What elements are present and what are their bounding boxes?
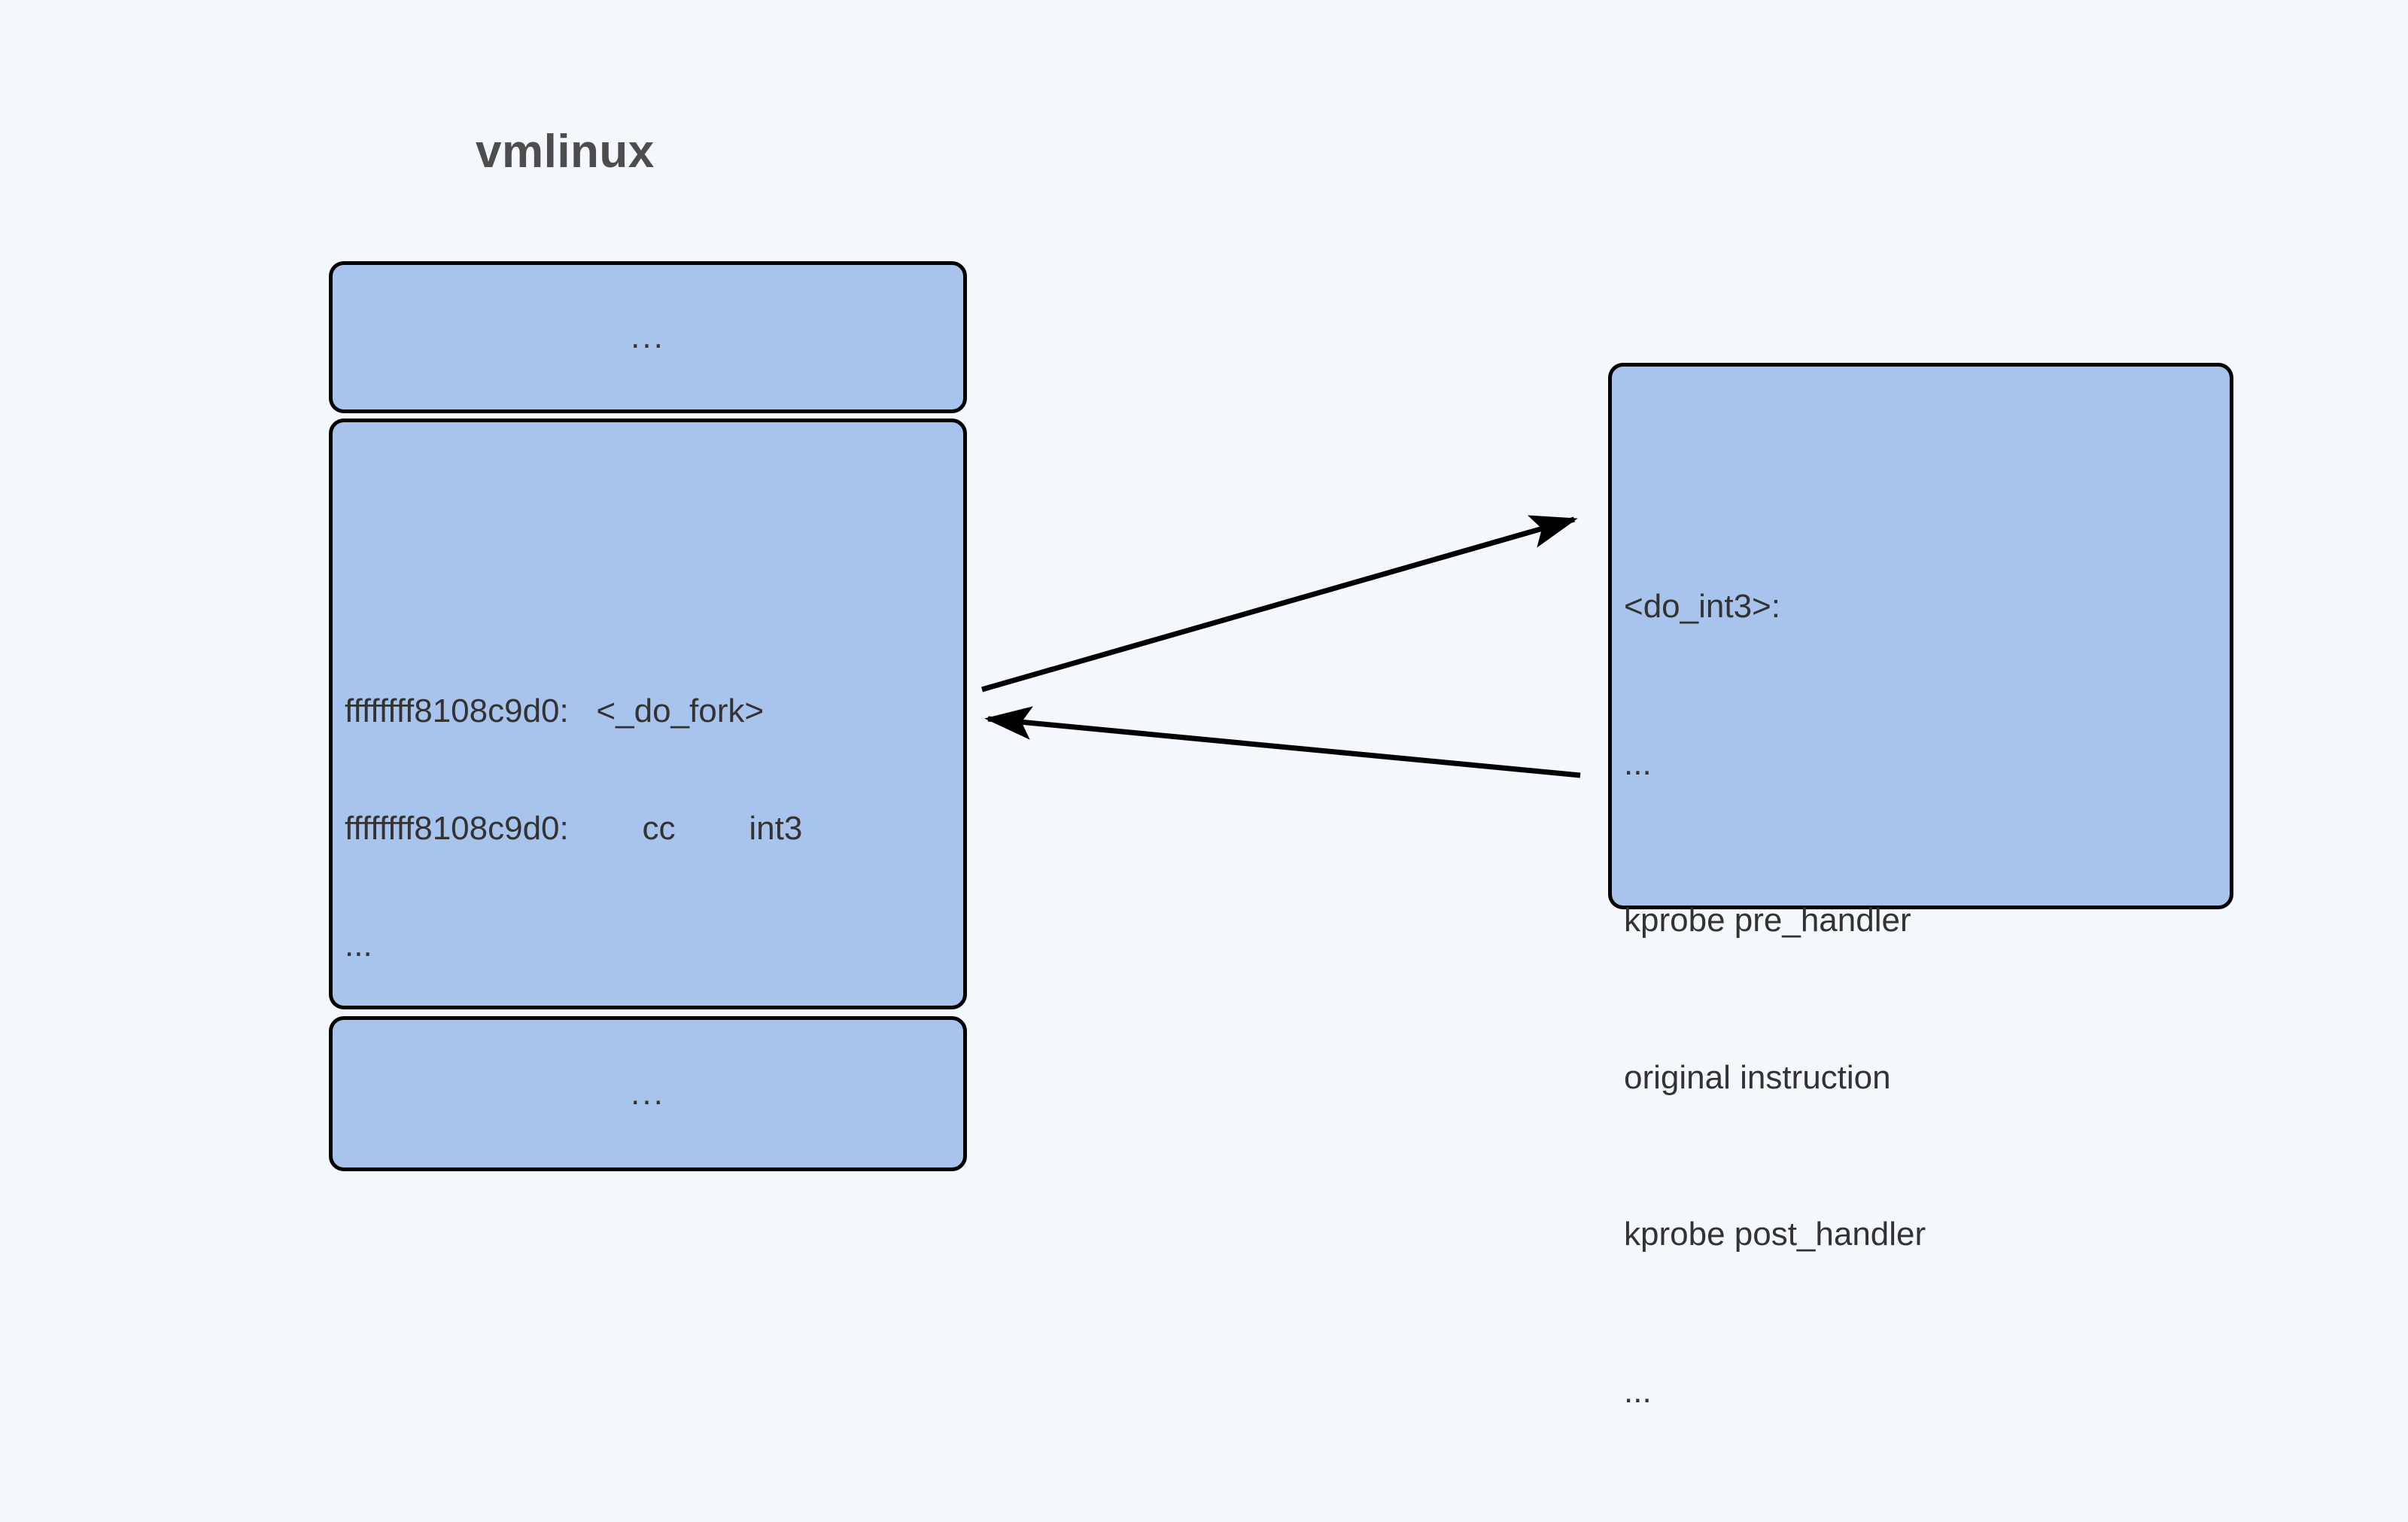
handler-symbol-label: <do_int3>: bbox=[1624, 588, 1780, 626]
disassembly-line-1: ffffffff8108c9d0: <_do_fork> bbox=[345, 692, 765, 729]
diagram-canvas: vmlinux ... ffffffff8108c9d0: <_do_fork>… bbox=[329, 126, 2233, 1410]
arrow-handler-return bbox=[984, 706, 1581, 778]
vmlinux-bottom-section-box: ... bbox=[329, 1016, 967, 1171]
disassembly-listing: ffffffff8108c9d0: <_do_fork> ffffffff810… bbox=[345, 613, 802, 1043]
handler-listing: <do_int3>: ... kprobe pre_handler origin… bbox=[1624, 476, 1926, 1522]
page-title: vmlinux bbox=[476, 126, 655, 178]
handler-ellipsis-top: ... bbox=[1624, 744, 1652, 782]
bottom-ellipsis-label: ... bbox=[631, 1075, 665, 1112]
do-int3-handler-box: <do_int3>: ... kprobe pre_handler origin… bbox=[1608, 363, 2233, 1410]
disassembly-line-2: ffffffff8108c9d0: cc int3 bbox=[345, 809, 803, 847]
vmlinux-top-section-box: ... bbox=[329, 261, 967, 413]
vmlinux-code-section-box: ffffffff8108c9d0: <_do_fork> ffffffff810… bbox=[329, 419, 967, 1009]
handler-pre-handler: kprobe pre_handler bbox=[1624, 902, 1911, 939]
arrow-trap-to-handler bbox=[981, 515, 1578, 693]
handler-original-instruction: original instruction bbox=[1624, 1058, 1891, 1096]
disassembly-line-3-ellipsis: ... bbox=[345, 927, 372, 964]
handler-post-handler: kprobe post_handler bbox=[1624, 1216, 1926, 1253]
top-ellipsis-label: ... bbox=[631, 318, 665, 355]
handler-ellipsis-bottom: ... bbox=[1624, 1372, 1652, 1410]
